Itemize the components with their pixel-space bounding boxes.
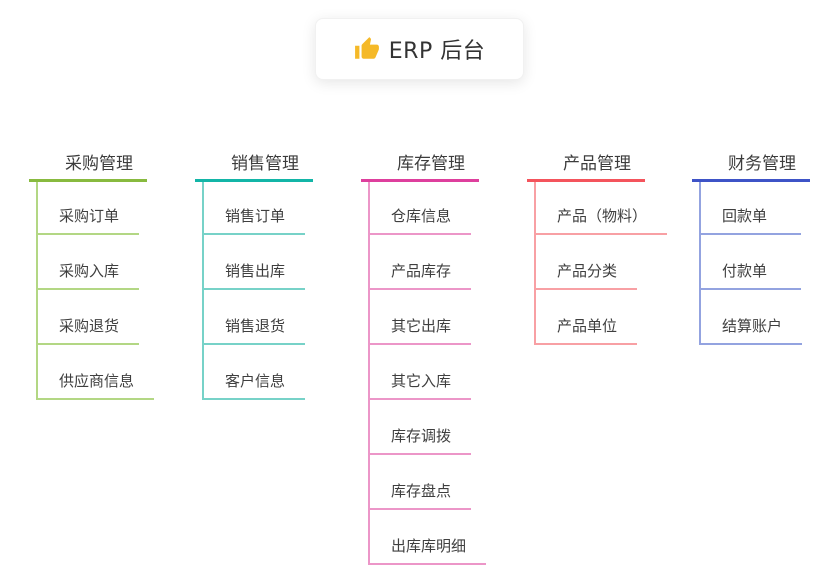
child-node[interactable]: 采购入库 [38, 235, 140, 290]
child-node[interactable]: 库存盘点 [370, 455, 472, 510]
branch-purchase: 1 采购管理 采购订单 采购入库 采购退货 供应商信息 [29, 147, 155, 400]
child-node[interactable]: 其它出库 [370, 290, 472, 345]
child-node[interactable]: 产品库存 [370, 235, 472, 290]
connector-root-drop [416, 78, 419, 119]
branch-product-header[interactable]: 4 产品管理 [527, 147, 645, 182]
branch-finance-header[interactable]: 5 财务管理 [692, 147, 810, 182]
branch-sales-children: 销售订单 销售出库 销售退货 客户信息 [202, 182, 306, 400]
branch-number-badge: 1 [44, 154, 53, 169]
child-node[interactable]: 仓库信息 [370, 182, 472, 235]
child-node[interactable]: 产品（物料） [536, 182, 668, 235]
branch-label: 库存管理 [397, 154, 465, 174]
branch-purchase-children: 采购订单 采购入库 采购退货 供应商信息 [36, 182, 155, 400]
connector-bus-purchase [87, 119, 254, 122]
branch-purchase-header[interactable]: 1 采购管理 [29, 147, 147, 182]
branch-sales-header[interactable]: 2 销售管理 [195, 147, 313, 182]
branch-sales: 2 销售管理 销售订单 销售出库 销售退货 客户信息 [195, 147, 313, 400]
connector-bus-sales [254, 119, 417, 122]
child-node[interactable]: 结算账户 [701, 290, 803, 345]
root-node[interactable]: ERP 后台 [315, 18, 524, 80]
branch-label: 财务管理 [728, 154, 796, 174]
child-node[interactable]: 产品单位 [536, 290, 638, 345]
branch-inventory-header[interactable]: 3 库存管理 [361, 147, 479, 182]
branch-label: 采购管理 [65, 154, 133, 174]
child-node[interactable]: 库存调拨 [370, 400, 472, 455]
branch-finance-children: 回款单 付款单 结算账户 [699, 182, 803, 345]
child-node[interactable]: 供应商信息 [38, 345, 155, 400]
branch-product: 4 产品管理 产品（物料） 产品分类 产品单位 [527, 147, 668, 345]
child-node[interactable]: 产品分类 [536, 235, 638, 290]
child-node[interactable]: 出库库明细 [370, 510, 487, 565]
connector-bus-finance [417, 119, 749, 122]
child-node[interactable]: 销售订单 [204, 182, 306, 235]
branch-number-badge: 3 [376, 154, 385, 169]
thumbs-up-icon [354, 36, 380, 62]
branch-inventory-children: 仓库信息 产品库存 其它出库 其它入库 库存调拨 库存盘点 出库库明细 [368, 182, 487, 565]
branch-number-badge: 5 [707, 154, 716, 169]
child-node[interactable]: 销售退货 [204, 290, 306, 345]
branch-finance: 5 财务管理 回款单 付款单 结算账户 [692, 147, 810, 345]
branch-label: 销售管理 [231, 154, 299, 174]
root-title: ERP 后台 [388, 39, 486, 64]
branch-number-badge: 2 [210, 154, 219, 169]
child-node[interactable]: 其它入库 [370, 345, 472, 400]
branch-product-children: 产品（物料） 产品分类 产品单位 [534, 182, 668, 345]
child-node[interactable]: 客户信息 [204, 345, 306, 400]
child-node[interactable]: 采购退货 [38, 290, 140, 345]
branch-label: 产品管理 [563, 154, 631, 174]
branch-number-badge: 4 [542, 154, 551, 169]
child-node[interactable]: 采购订单 [38, 182, 140, 235]
child-node[interactable]: 回款单 [701, 182, 801, 235]
branch-inventory: 3 库存管理 仓库信息 产品库存 其它出库 其它入库 库存调拨 库存盘点 出库库… [361, 147, 487, 565]
child-node[interactable]: 付款单 [701, 235, 801, 290]
child-node[interactable]: 销售出库 [204, 235, 306, 290]
